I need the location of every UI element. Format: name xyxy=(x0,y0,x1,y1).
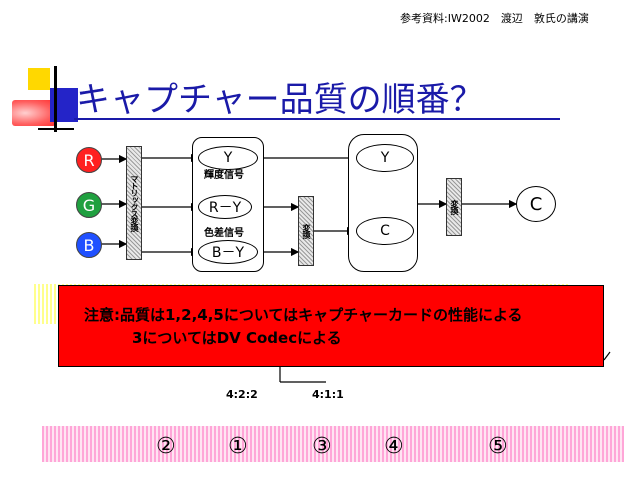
input-r-circle: R xyxy=(76,147,102,173)
matrix-transform-block: マトリックス変換 xyxy=(126,146,142,260)
order-band xyxy=(42,426,624,462)
c-output-oval: C xyxy=(356,217,414,245)
composite-output-label: C xyxy=(529,193,543,215)
order-item-2: ① xyxy=(228,434,248,459)
decor-yellow-square xyxy=(28,68,50,90)
y-signal-oval: Y xyxy=(198,146,258,170)
slide-title: キャプチャー品質の順番？ xyxy=(76,80,484,120)
matrix-transform-label: マトリックス変換 xyxy=(130,175,139,231)
ry-signal-label: R－Y xyxy=(208,200,242,216)
by-signal-oval: B－Y xyxy=(198,240,258,264)
y-output-oval: Y xyxy=(356,144,414,172)
luminance-caption: 輝度信号 xyxy=(204,170,244,181)
y-signal-label: Y xyxy=(223,150,233,166)
chroma-caption: 色差信号 xyxy=(204,228,244,239)
decor-red-gradient xyxy=(12,100,56,126)
y-output-label: Y xyxy=(380,150,390,166)
convert-block-2: 変換 xyxy=(446,178,462,236)
input-r-label: R xyxy=(83,150,95,170)
note-box xyxy=(58,285,604,367)
line-tail-diagonal xyxy=(603,351,611,361)
sampling-422-label: 4:2:2 xyxy=(226,388,258,401)
c-output-label: C xyxy=(380,223,390,239)
input-b-label: B xyxy=(83,235,95,255)
ry-signal-oval: R－Y xyxy=(198,195,252,219)
order-item-1: ② xyxy=(156,434,176,459)
input-g-circle: G xyxy=(76,192,102,218)
by-signal-label: B－Y xyxy=(211,245,245,261)
input-g-label: G xyxy=(82,195,96,215)
composite-output-circle: C xyxy=(516,186,556,222)
convert-block-1: 変換 xyxy=(298,196,314,266)
source-reference: 参考資料:IW2002 渡辺 敦氏の講演 xyxy=(400,12,589,25)
order-item-3: ③ xyxy=(312,434,332,459)
note-line-1: 注意:品質は1,2,4,5についてはキャプチャーカードの性能による xyxy=(84,306,523,324)
sampling-411-label: 4:1:1 xyxy=(312,388,344,401)
order-item-5: ⑤ xyxy=(488,434,508,459)
title-underline xyxy=(74,118,560,120)
decor-vertical-line xyxy=(54,66,57,132)
convert-block-1-label: 変換 xyxy=(302,224,311,238)
decor-horizontal-line xyxy=(38,128,74,130)
order-item-4: ④ xyxy=(384,434,404,459)
note-line-2: 3についてはDV Codecによる xyxy=(132,329,342,347)
input-b-circle: B xyxy=(76,232,102,258)
convert-block-2-label: 変換 xyxy=(450,200,459,214)
